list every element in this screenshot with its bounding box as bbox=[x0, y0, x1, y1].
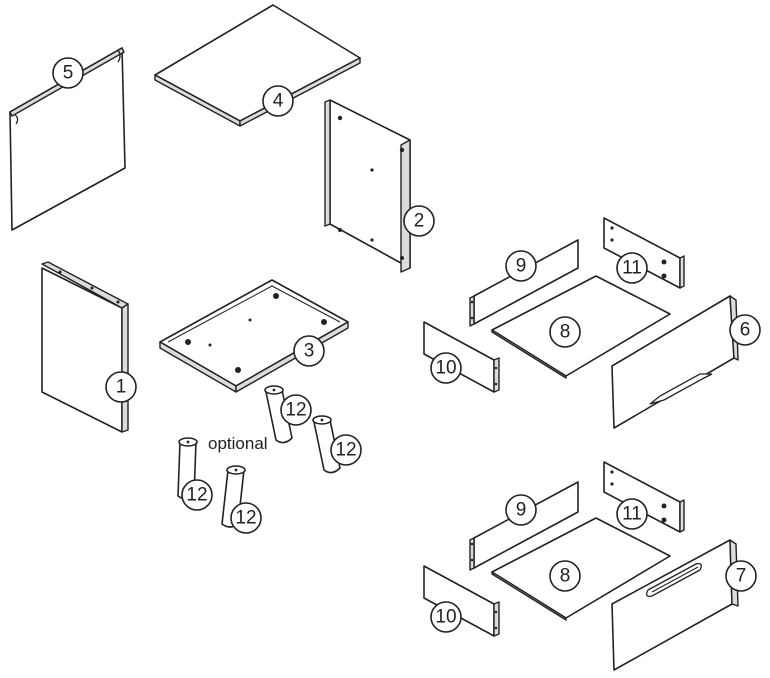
svg-text:12: 12 bbox=[285, 400, 306, 421]
part-6-drawer-front-upper bbox=[611, 295, 739, 429]
callout-9b: 9 bbox=[505, 494, 537, 526]
callout-6: 6 bbox=[729, 314, 761, 346]
callout-8b: 8 bbox=[549, 560, 581, 592]
callout-12a: 12 bbox=[280, 394, 312, 426]
part-10-drawer-side-lower bbox=[423, 565, 500, 637]
svg-text:7: 7 bbox=[736, 566, 747, 587]
part-11-drawer-front-inner-lower bbox=[603, 461, 685, 533]
svg-text:11: 11 bbox=[622, 258, 642, 279]
callout-11b: 11 bbox=[616, 498, 648, 530]
part-10-drawer-side-upper bbox=[423, 321, 500, 393]
part-2-side-panel bbox=[324, 99, 411, 273]
svg-text:5: 5 bbox=[63, 63, 74, 84]
svg-text:9: 9 bbox=[516, 500, 527, 521]
svg-text:6: 6 bbox=[740, 320, 751, 341]
svg-text:8: 8 bbox=[560, 322, 571, 343]
svg-text:12: 12 bbox=[186, 485, 207, 506]
svg-text:9: 9 bbox=[516, 256, 527, 277]
part-12-leg-a bbox=[264, 385, 293, 444]
callout-4: 4 bbox=[262, 85, 294, 117]
part-9-drawer-back-lower bbox=[469, 481, 579, 571]
callout-10a: 10 bbox=[430, 352, 462, 384]
callout-3: 3 bbox=[293, 335, 325, 367]
svg-text:2: 2 bbox=[414, 211, 425, 232]
part-8-drawer-bottom-lower bbox=[491, 517, 671, 621]
svg-text:12: 12 bbox=[235, 508, 256, 529]
optional-note: optional bbox=[208, 434, 268, 453]
svg-text:8: 8 bbox=[560, 566, 571, 587]
part-9-drawer-back-upper bbox=[469, 239, 579, 327]
svg-text:10: 10 bbox=[435, 358, 456, 379]
callout-12d: 12 bbox=[230, 502, 262, 534]
svg-text:12: 12 bbox=[335, 440, 356, 461]
svg-text:4: 4 bbox=[273, 91, 284, 112]
svg-text:3: 3 bbox=[304, 341, 315, 362]
callout-5: 5 bbox=[52, 57, 84, 89]
callout-7: 7 bbox=[725, 560, 757, 592]
part-11-drawer-front-inner-upper bbox=[603, 217, 685, 289]
callout-8a: 8 bbox=[549, 316, 581, 348]
callout-10b: 10 bbox=[430, 601, 462, 633]
svg-text:11: 11 bbox=[622, 504, 642, 525]
callout-12c: 12 bbox=[181, 479, 213, 511]
callout-1: 1 bbox=[105, 371, 137, 403]
callout-9a: 9 bbox=[505, 250, 537, 282]
part-1-side-panel bbox=[41, 261, 129, 433]
part-3-bottom-panel bbox=[159, 279, 349, 393]
callout-12b: 12 bbox=[330, 434, 362, 466]
svg-text:10: 10 bbox=[435, 607, 456, 628]
callout-2: 2 bbox=[403, 205, 435, 237]
part-8-drawer-bottom-upper bbox=[491, 275, 671, 379]
svg-text:1: 1 bbox=[116, 377, 127, 398]
callout-11a: 11 bbox=[616, 252, 648, 284]
